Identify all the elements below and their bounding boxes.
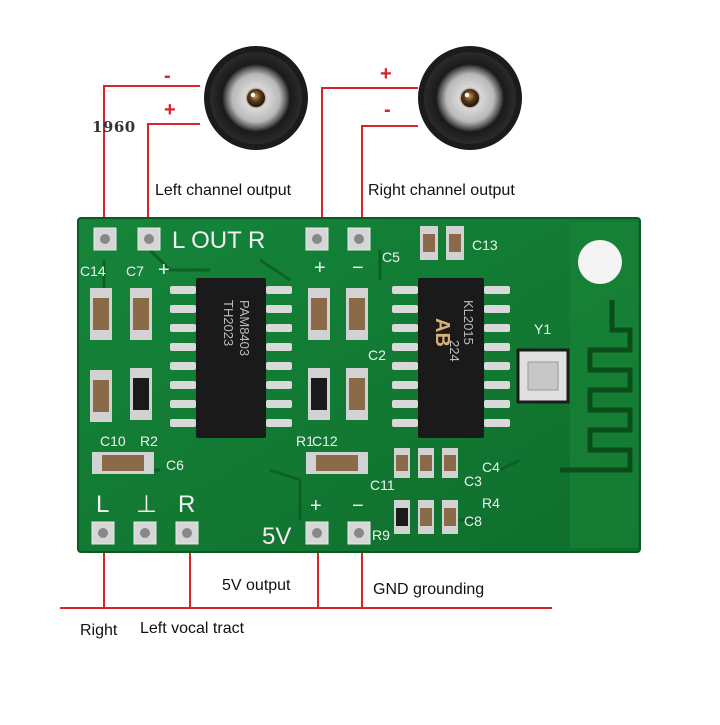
silk-c11: C11 <box>370 477 395 493</box>
silk-bottom-plus: + <box>310 495 322 517</box>
antenna-trace <box>560 300 633 473</box>
silk-c2: C2 <box>368 347 386 363</box>
wire-left-speaker-minus <box>103 85 200 220</box>
silk-r4: R4 <box>482 495 500 511</box>
chip2-part-number: KL2015 <box>461 300 476 345</box>
right-speaker-icon <box>418 46 522 150</box>
smd-components <box>90 226 464 534</box>
silk-c10: C10 <box>100 433 126 449</box>
silk-r9: R9 <box>372 527 390 543</box>
silk-bottom-minus: − <box>352 495 364 517</box>
left-speaker-minus-mark: - <box>164 65 171 87</box>
silk-c7: C7 <box>126 263 144 279</box>
left-vocal-tract-label: Left vocal tract <box>140 620 245 637</box>
chip1-part-number: PAM8403 <box>237 300 252 356</box>
silk-plus-right: + <box>314 257 326 279</box>
bottom-pads <box>91 521 371 545</box>
silk-out-label: L OUT R <box>172 227 265 254</box>
right-channel-output-label: Right channel output <box>368 182 515 199</box>
top-pads <box>93 227 371 251</box>
silk-c8: C8 <box>464 513 482 529</box>
right-speaker-plus-mark: + <box>380 63 392 85</box>
bluetooth-chip <box>392 278 510 438</box>
left-speaker-plus-mark: + <box>164 99 176 121</box>
silk-c12: C12 <box>312 433 338 449</box>
silk-minus-right: − <box>352 257 364 279</box>
left-channel-output-label: Left channel output <box>155 182 292 199</box>
chip-markings: PAM8403 TH2023 AB KL2015 224 <box>221 300 476 362</box>
amplifier-chip <box>170 278 292 438</box>
silk-c3: C3 <box>464 473 482 489</box>
gnd-grounding-label: GND grounding <box>373 581 485 598</box>
silk-c14: C14 <box>80 263 106 279</box>
silk-bottom-r: R <box>178 491 195 518</box>
chip2-date-code: 224 <box>447 340 462 362</box>
wire-right-speaker-plus <box>321 87 418 220</box>
chip1-date-code: TH2023 <box>221 300 236 346</box>
left-speaker-icon <box>204 46 308 150</box>
silk-y1: Y1 <box>534 321 551 337</box>
silk-r1: R1 <box>296 433 314 449</box>
silk-c4: C4 <box>482 459 500 475</box>
crystal-oscillator <box>516 348 570 404</box>
wire-left-speaker-plus <box>147 123 200 220</box>
silk-r2: R2 <box>140 433 158 449</box>
silk-c13: C13 <box>472 237 498 253</box>
top-wires <box>103 85 418 220</box>
wire-right-speaker-minus <box>361 125 418 220</box>
watermark-text: 1960 <box>92 118 136 136</box>
five-v-output-label: 5V output <box>222 577 291 594</box>
chip2-logo: AB <box>431 318 453 347</box>
silk-c5: C5 <box>382 249 400 265</box>
silk-c6: C6 <box>166 457 184 473</box>
right-input-label: Right <box>80 622 118 639</box>
mounting-hole <box>578 240 622 284</box>
right-speaker-minus-mark: - <box>384 99 391 121</box>
silk-bottom-5v: 5V <box>262 523 291 550</box>
silk-plus-left: + <box>158 259 170 281</box>
silk-bottom-gnd: ⊥ <box>136 491 157 518</box>
silkscreen-labels: L OUT R + + − C14 C7 C5 C13 C12 C2 C6 C1… <box>80 227 551 550</box>
silk-bottom-l: L <box>96 491 109 518</box>
bottom-wires <box>60 552 552 609</box>
